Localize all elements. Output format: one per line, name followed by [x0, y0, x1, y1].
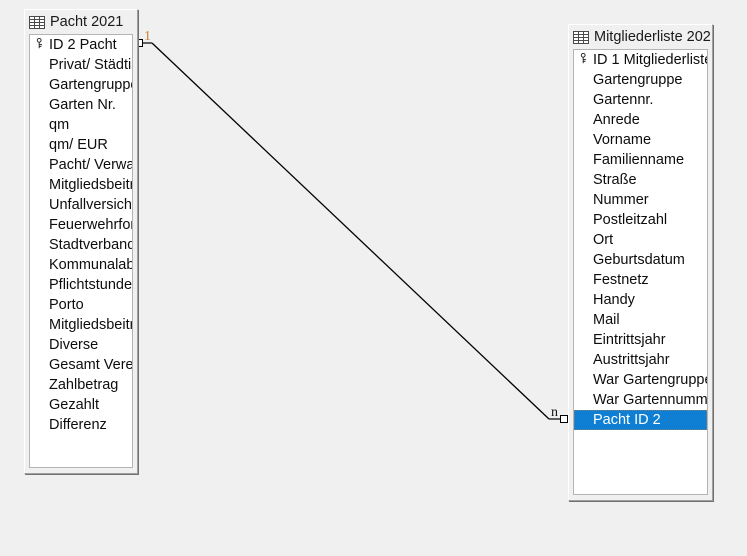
field-row[interactable]: Gartengruppe	[574, 70, 707, 90]
field-row[interactable]: Pflichtstunden	[30, 275, 132, 295]
field-row[interactable]: Mitgliedsbeitr	[30, 315, 132, 335]
field-name: Postleitzahl	[593, 212, 668, 228]
field-name: Nummer	[593, 192, 649, 208]
field-row[interactable]: Gartengruppe	[30, 75, 132, 95]
field-row[interactable]: Mitgliedsbeitr	[30, 175, 132, 195]
table-icon	[29, 15, 45, 29]
field-row[interactable]: Garten Nr.	[30, 95, 132, 115]
field-row[interactable]: Vorname	[574, 130, 707, 150]
field-row[interactable]: Ort	[574, 230, 707, 250]
field-name: Mitgliedsbeitr	[49, 177, 132, 193]
field-row[interactable]: Diverse	[30, 335, 132, 355]
field-name: Diverse	[49, 337, 99, 353]
field-row[interactable]: Anrede	[574, 110, 707, 130]
field-name: Stadtverband	[49, 237, 132, 253]
field-row[interactable]: Stadtverband	[30, 235, 132, 255]
table-window-mitgliederliste-202[interactable]: Mitgliederliste 202 ID 1 Mitgliederliste…	[568, 24, 713, 501]
field-row[interactable]: Pacht ID 2	[574, 410, 707, 430]
field-row[interactable]: Gesamt Verein	[30, 355, 132, 375]
field-name: ID 1 Mitgliederliste	[593, 52, 707, 68]
field-name: Geburtsdatum	[593, 252, 685, 268]
field-row[interactable]: Geburtsdatum	[574, 250, 707, 270]
field-name: Privat/ Städtis	[49, 57, 132, 73]
table-title: Mitgliederliste 202	[594, 29, 711, 45]
field-row[interactable]: Straße	[574, 170, 707, 190]
field-row[interactable]: Unfallversiche	[30, 195, 132, 215]
field-name: War Gartennummer	[593, 392, 707, 408]
field-name: Eintrittsjahr	[593, 332, 666, 348]
field-row[interactable]: Zahlbetrag	[30, 375, 132, 395]
field-name: Gartengruppe	[593, 72, 683, 88]
cardinality-many-label: n	[551, 405, 558, 420]
field-name: Gartengruppe	[49, 77, 132, 93]
field-name: Austrittsjahr	[593, 352, 670, 368]
relationship-endpoint-many-box	[560, 415, 568, 423]
field-row[interactable]: qm/ EUR	[30, 135, 132, 155]
field-name: qm	[49, 117, 70, 133]
field-row[interactable]: Privat/ Städtis	[30, 55, 132, 75]
field-name: Pflichtstunden	[49, 277, 132, 293]
field-row[interactable]: Eintrittsjahr	[574, 330, 707, 350]
field-row[interactable]: War Gartengruppe	[574, 370, 707, 390]
field-row[interactable]: ID 1 Mitgliederliste	[574, 50, 707, 70]
field-name: Vorname	[593, 132, 652, 148]
field-name: Straße	[593, 172, 637, 188]
table-icon	[573, 30, 589, 44]
primary-key-icon	[576, 50, 591, 70]
field-name: Mail	[593, 312, 620, 328]
field-name: War Gartengruppe	[593, 372, 707, 388]
field-name: Familienname	[593, 152, 685, 168]
field-row[interactable]: qm	[30, 115, 132, 135]
field-name: Handy	[593, 292, 635, 308]
field-row[interactable]: Familienname	[574, 150, 707, 170]
field-name: Gesamt Verein	[49, 357, 132, 373]
table-titlebar-pacht-2021[interactable]: Pacht 2021	[25, 10, 137, 34]
field-name: Ort	[593, 232, 614, 248]
field-name: Pacht/ Verwalt	[49, 157, 132, 173]
field-name: Gezahlt	[49, 397, 99, 413]
field-name: Porto	[49, 297, 84, 313]
field-row[interactable]: Feuerwehrfon	[30, 215, 132, 235]
field-name: Differenz	[49, 417, 107, 433]
field-row[interactable]: Porto	[30, 295, 132, 315]
cardinality-one-label: 1	[144, 29, 151, 44]
table-titlebar-mitgliederliste-202[interactable]: Mitgliederliste 202	[569, 25, 712, 49]
field-row[interactable]: Kommunalabg	[30, 255, 132, 275]
field-row[interactable]: Postleitzahl	[574, 210, 707, 230]
field-row[interactable]: ID 2 Pacht	[30, 35, 132, 55]
field-row[interactable]: Mail	[574, 310, 707, 330]
field-name: Festnetz	[593, 272, 649, 288]
field-row[interactable]: War Gartennummer	[574, 390, 707, 410]
field-row[interactable]: Gezahlt	[30, 395, 132, 415]
field-row[interactable]: Austrittsjahr	[574, 350, 707, 370]
field-name: Zahlbetrag	[49, 377, 119, 393]
field-name: Garten Nr.	[49, 97, 116, 113]
field-name: Gartennr.	[593, 92, 654, 108]
table-title: Pacht 2021	[50, 14, 124, 30]
field-name: Kommunalabg	[49, 257, 132, 273]
field-name: qm/ EUR	[49, 137, 108, 153]
field-name: Feuerwehrfon	[49, 217, 132, 233]
field-name: Unfallversiche	[49, 197, 132, 213]
field-row[interactable]: Festnetz	[574, 270, 707, 290]
field-name: Pacht ID 2	[593, 412, 661, 428]
field-row[interactable]: Nummer	[574, 190, 707, 210]
field-row[interactable]: Differenz	[30, 415, 132, 435]
field-name: ID 2 Pacht	[49, 37, 117, 53]
field-name: Mitgliedsbeitr	[49, 317, 132, 333]
field-row[interactable]: Pacht/ Verwalt	[30, 155, 132, 175]
field-row[interactable]: Gartennr.	[574, 90, 707, 110]
relationship-line[interactable]	[151, 42, 550, 420]
primary-key-icon	[32, 35, 47, 55]
field-row[interactable]: Handy	[574, 290, 707, 310]
field-name: Anrede	[593, 112, 640, 128]
